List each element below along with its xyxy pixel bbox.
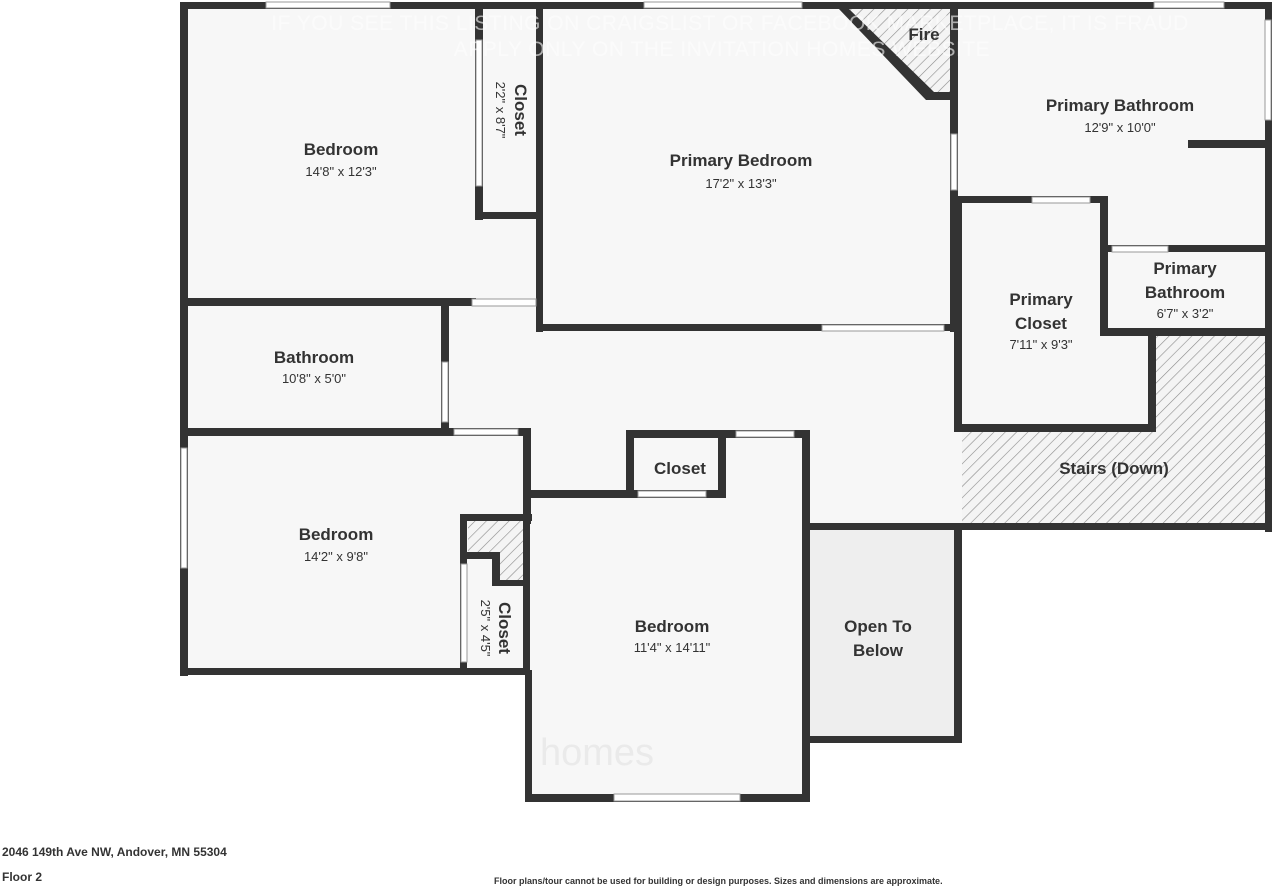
primary-bathroom-name: Primary Bathroom <box>1046 96 1194 115</box>
floor-label: Floor 2 <box>2 870 43 884</box>
closet-nw-name: Closet <box>511 84 530 136</box>
primary-bathroom-dims: 12'9" x 10'0" <box>1084 120 1156 135</box>
primary-closet-dims: 7'11" x 9'3" <box>1009 337 1072 352</box>
bedroom-sw-name: Bedroom <box>299 525 374 544</box>
watermark: IF YOU SEE THIS LISTING ON CRAIGSLIST OR… <box>271 12 1189 61</box>
fireplace-hatch <box>846 8 954 97</box>
bedroom-s-dims: 11'4" x 14'11" <box>634 640 711 655</box>
primary-closet-name-line1: Primary <box>1009 290 1073 309</box>
closet-sw-dims: 2'5" x 4'5" <box>478 600 493 657</box>
primary-closet-name-line2: Closet <box>1015 314 1067 333</box>
watermark-line2: APPLY ONLY ON THE INVITATION HOMES WEBSI… <box>454 38 990 61</box>
open-to-below-line1: Open To <box>844 617 912 636</box>
brand-logo-text: homes <box>540 732 654 774</box>
bathroom-name: Bathroom <box>274 348 354 367</box>
bedroom-nw-dims: 14'8" x 12'3" <box>305 164 377 179</box>
primary-bedroom-name: Primary Bedroom <box>670 151 813 170</box>
closet-sw-name: Closet <box>495 602 514 654</box>
open-to-below-area <box>808 526 958 740</box>
fire-label: Fire <box>908 25 939 44</box>
windows <box>180 1 1272 802</box>
room-labels: Bedroom 14'8" x 12'3" Closet 2'2" x 8'7"… <box>274 25 1225 660</box>
bedroom-nw-name: Bedroom <box>304 140 379 159</box>
disclaimer-text: Floor plans/tour cannot be used for buil… <box>494 876 943 886</box>
primary-bedroom-dims: 17'2" x 13'3" <box>705 176 777 191</box>
bedroom-s-name: Bedroom <box>635 617 710 636</box>
closet-nw-dims: 2'2" x 8'7" <box>493 82 508 139</box>
closet-sw-hatch <box>468 520 526 581</box>
primary-bathroom-small-name-line2: Bathroom <box>1145 283 1225 302</box>
closet-center-name: Closet <box>654 459 706 478</box>
bathroom-dims: 10'8" x 5'0" <box>282 371 346 386</box>
property-address: 2046 149th Ave NW, Andover, MN 55304 <box>2 845 227 859</box>
primary-bathroom-small-name-line1: Primary <box>1153 259 1217 278</box>
stairs-label: Stairs (Down) <box>1059 459 1169 478</box>
bedroom-sw-dims: 14'2" x 9'8" <box>304 549 368 564</box>
open-to-below-line2: Below <box>853 641 904 660</box>
primary-bathroom-small-dims: 6'7" x 3'2" <box>1157 306 1214 321</box>
watermark-line1: IF YOU SEE THIS LISTING ON CRAIGSLIST OR… <box>271 12 1189 35</box>
